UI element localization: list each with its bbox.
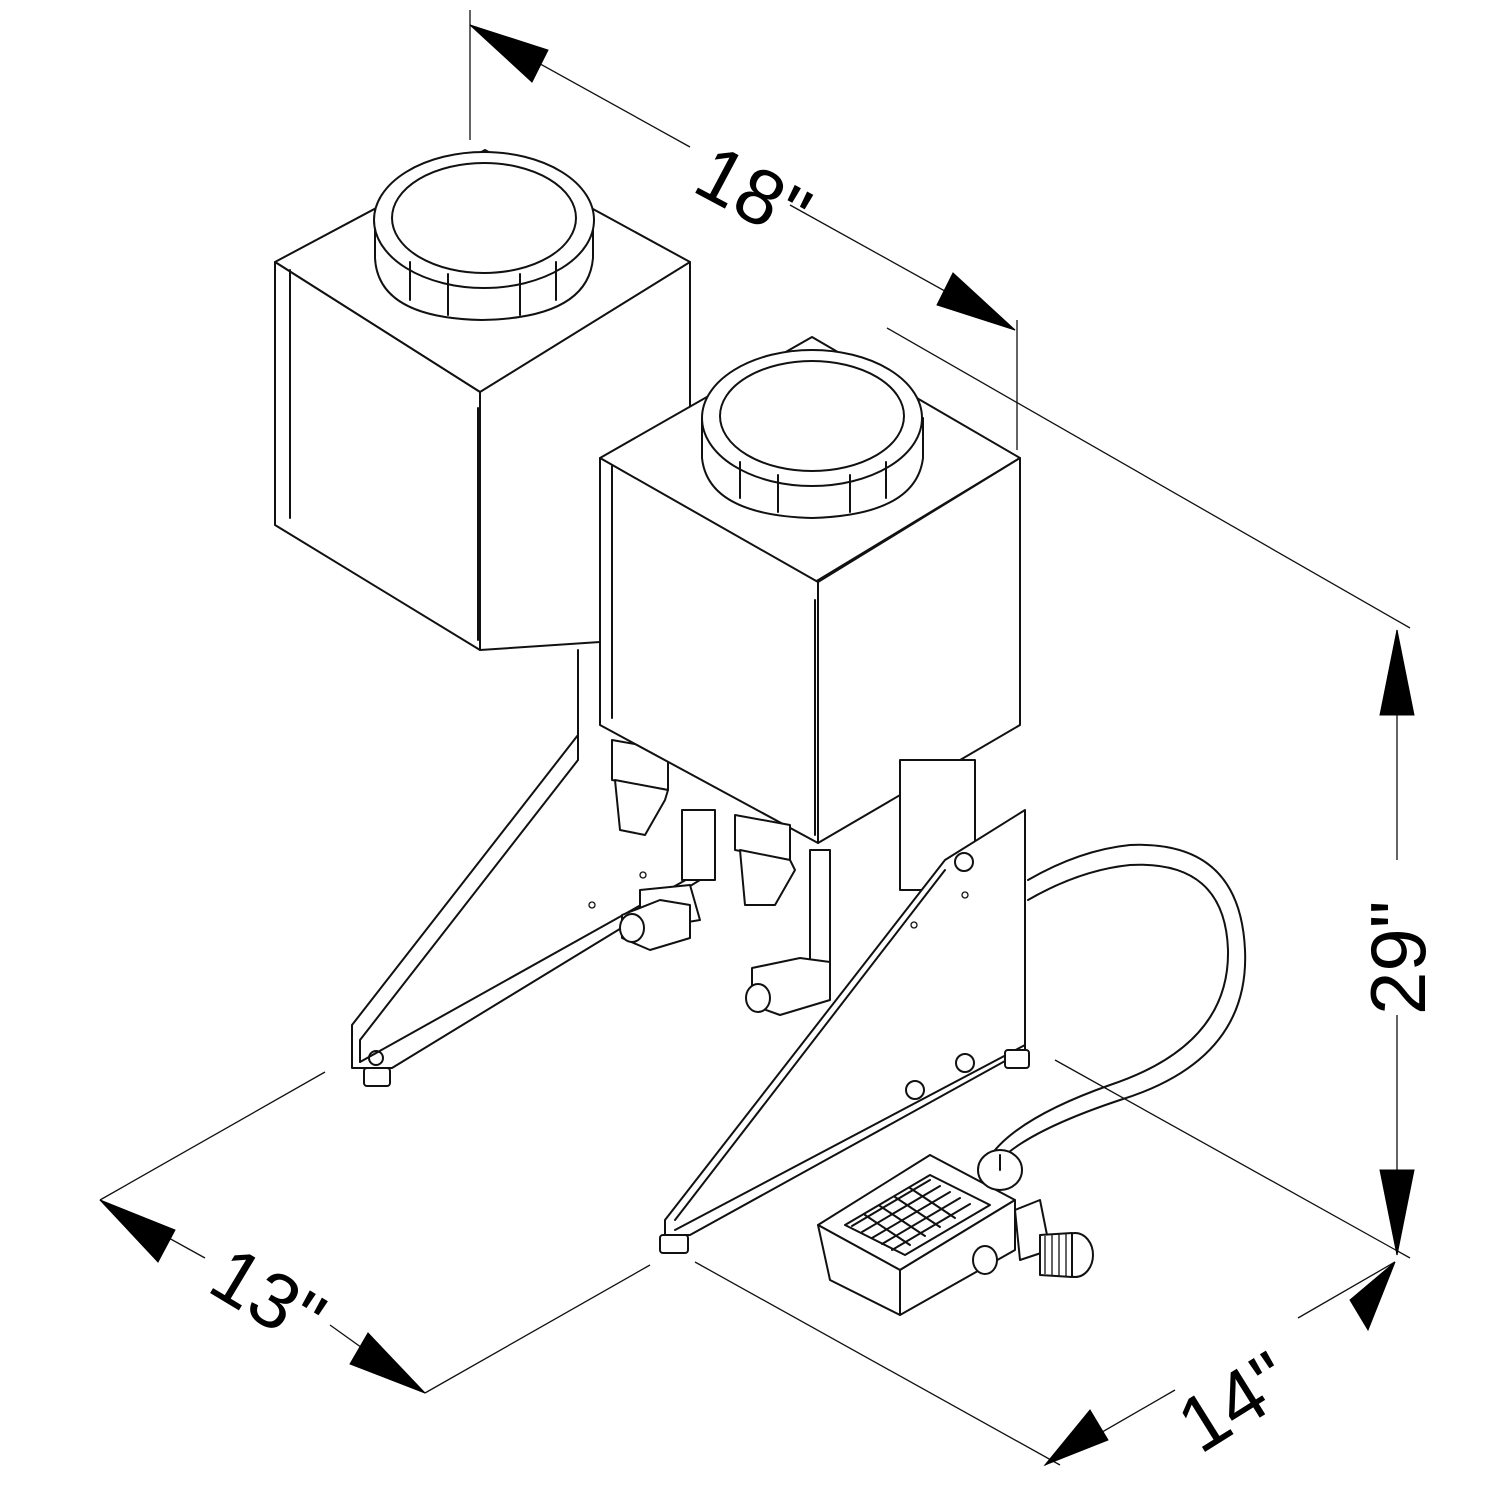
dimension-base-label: 14"	[1162, 1334, 1306, 1469]
pedal-tread	[851, 1179, 971, 1251]
air-hose	[994, 843, 1247, 1161]
rear-tank-cap	[373, 151, 595, 321]
front-valve	[734, 814, 831, 1016]
dimension-height-label: 29"	[1354, 901, 1442, 1015]
dimension-depth-label: 13"	[196, 1229, 339, 1363]
dimension-base: 14"	[694, 1261, 1396, 1469]
dimension-height: 29"	[886, 327, 1442, 1259]
rear-tank	[274, 149, 691, 651]
pressure-gauge-icon	[977, 1149, 1023, 1191]
foot-pedal	[817, 1149, 1094, 1316]
front-tank	[599, 336, 1021, 844]
regulator-knob-icon	[1014, 1199, 1094, 1278]
front-tank-cap	[701, 349, 924, 519]
front-bracket	[659, 759, 1030, 1254]
dimension-width-label: 18"	[682, 127, 824, 258]
rear-valve	[611, 739, 716, 951]
dimension-depth: 13"	[99, 1071, 651, 1394]
